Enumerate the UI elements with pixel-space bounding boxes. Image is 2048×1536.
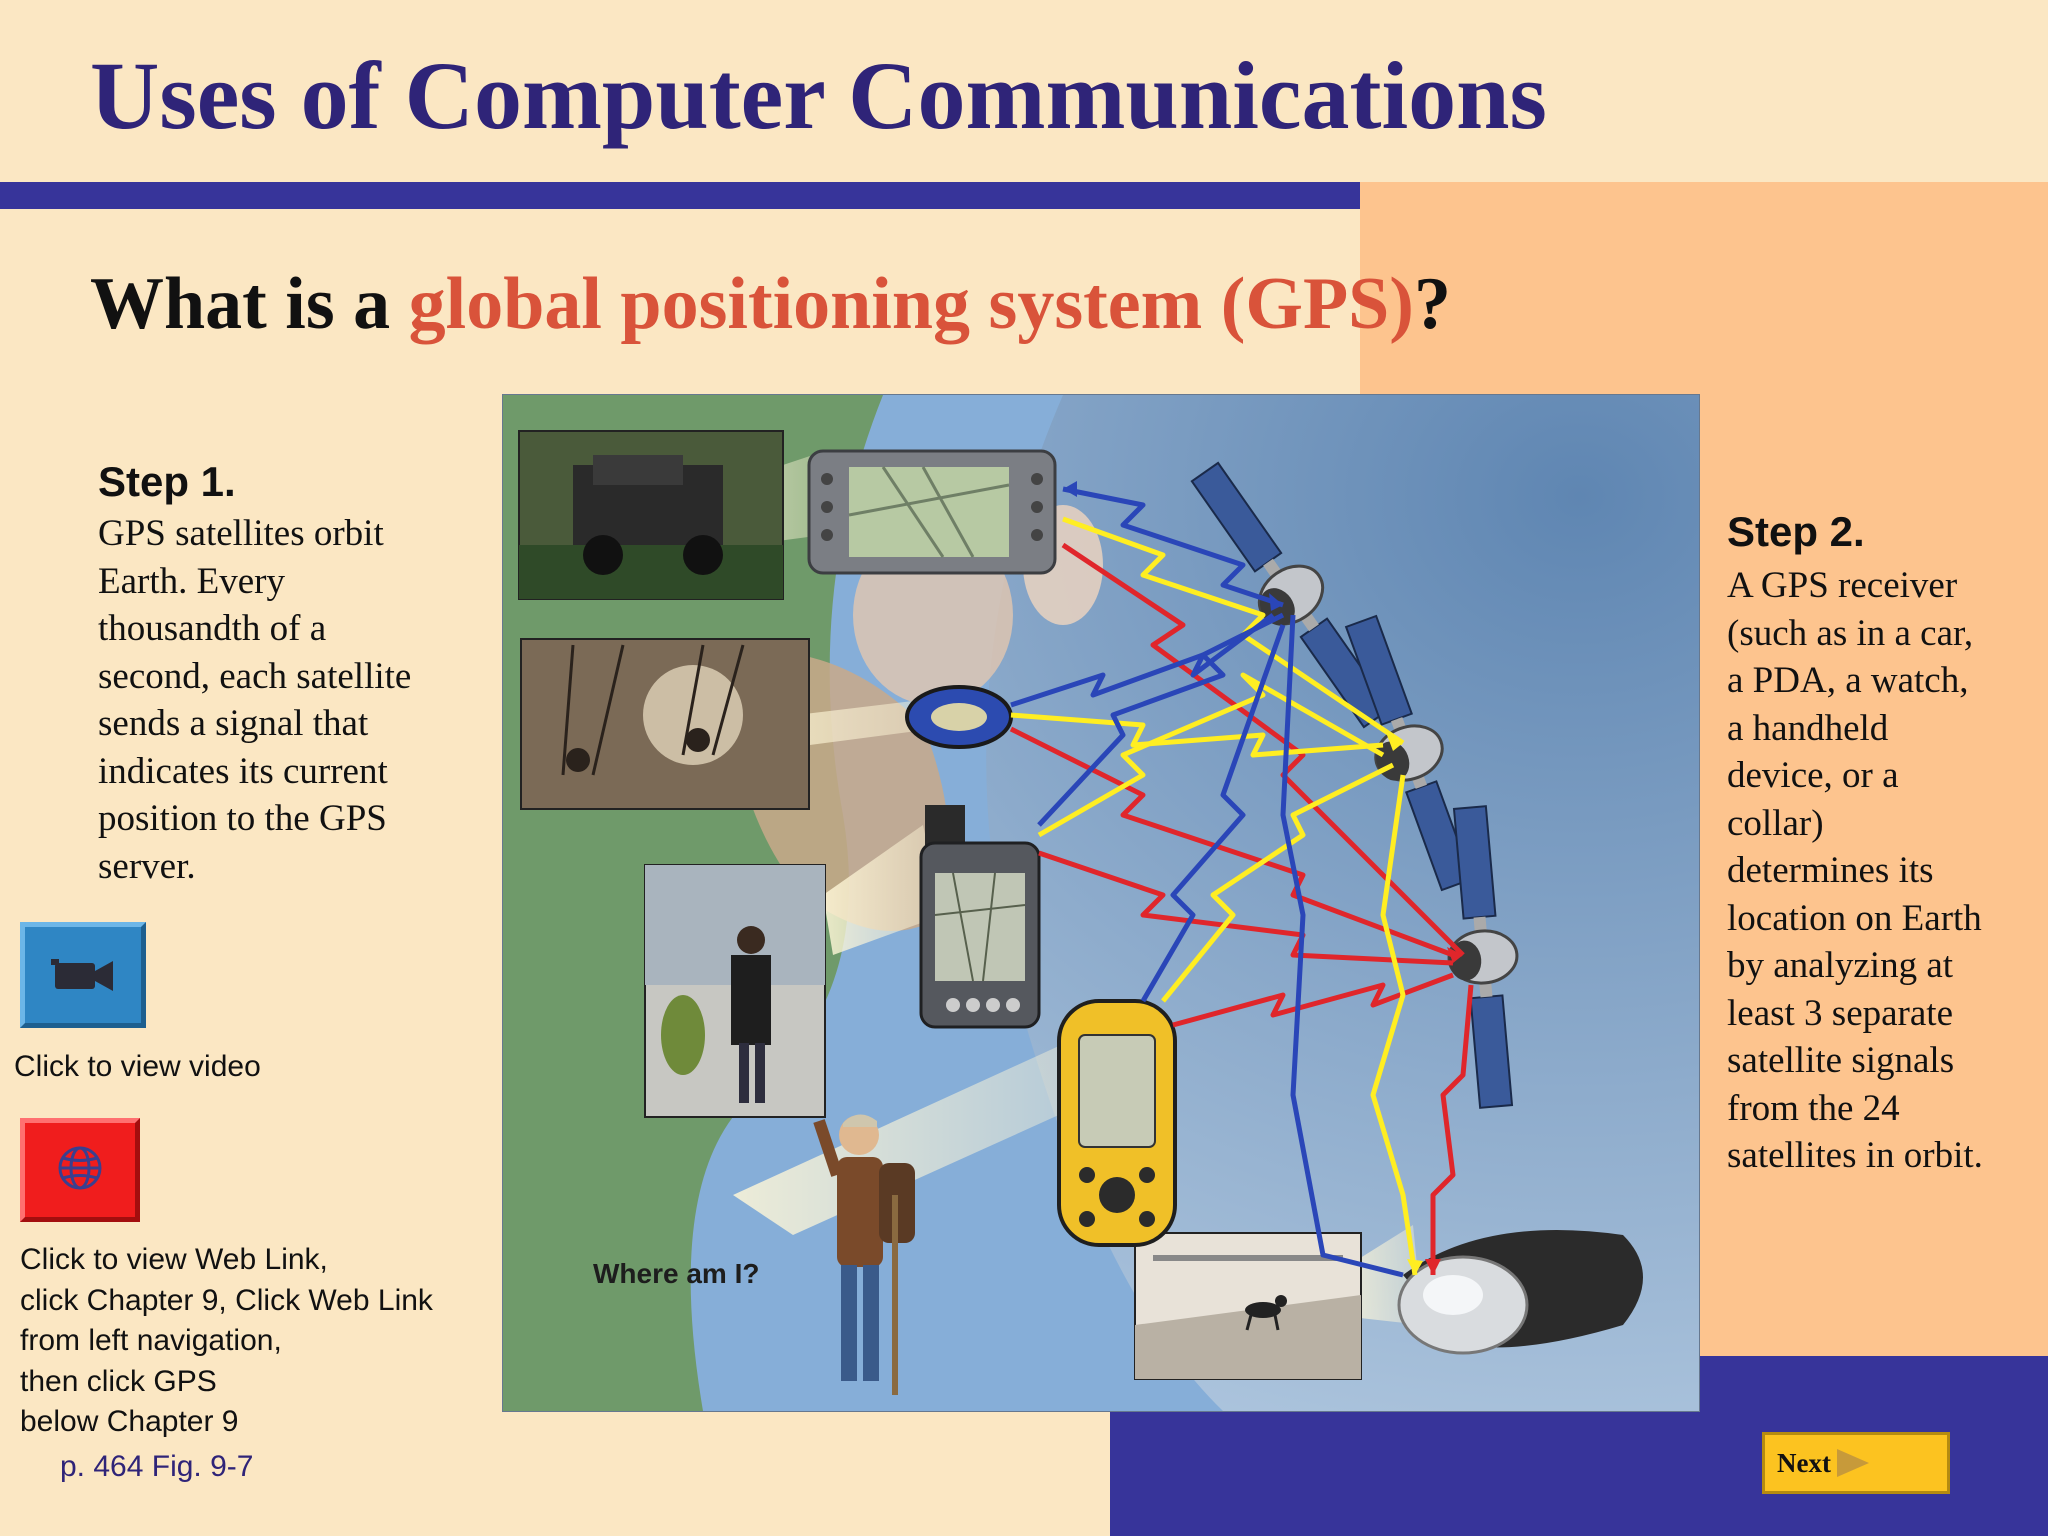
next-label: Next [1777,1447,1831,1478]
slide-question: What is a global positioning system (GPS… [90,262,1451,347]
step2-line: satellites in orbit. [1727,1135,1983,1176]
handheld-gps-device [1057,999,1177,1247]
step1-line: second, each satellite [98,655,412,697]
web-caption-line: Click to view Web Link, [20,1243,328,1276]
beam-pda [823,825,943,955]
step1-line: server. [98,845,196,887]
step2-text: A GPS receiver (such as in a car, a PDA,… [1727,562,2027,1180]
globe-icon [58,1146,102,1190]
video-caption: Click to view video [14,1050,261,1083]
step2-heading: Step 2. [1727,508,1865,555]
signal-paths [1009,486,1474,1278]
title-rule [0,182,1360,209]
gps-collar-device [1397,1230,1643,1355]
pda-device [919,805,1041,1029]
step2-line: A GPS receiver [1727,565,1958,606]
step2-line: (such as in a car, [1727,612,1974,654]
web-caption-line: then click GPS [20,1364,217,1398]
web-link-button[interactable] [20,1118,140,1222]
photo-person-walking [644,864,826,1118]
car-navigation-device [807,449,1057,575]
view-video-button[interactable] [20,922,146,1028]
question-highlight: global positioning system (GPS) [408,263,1414,345]
step2-line: collar) [1727,802,1824,844]
gps-watch-device [905,685,1013,749]
title-band [0,0,2048,182]
step1-text: GPS satellites orbit Earth. Every thousa… [98,510,458,890]
figure-reference: p. 464 Fig. 9-7 [60,1450,254,1483]
beam-handheld [733,1035,1103,1235]
question-prefix: What is a [90,263,409,345]
step2-line: determines its [1727,850,1934,891]
play-arrow-icon [1836,1449,1869,1477]
figure-caption-where: Where am I? [593,1258,759,1289]
web-caption-line: below Chapter 9 [20,1405,239,1439]
figure-hiker [813,1114,915,1395]
photo-dog [1134,1232,1362,1380]
slide-title: Uses of Computer Communications [90,42,1547,149]
step2-line: satellite signals [1727,1040,1955,1081]
step1-line: Earth. Every [98,560,285,602]
web-link-caption: Click to view Web Link, click Chapter 9,… [20,1240,433,1443]
step2-line: from the 24 [1727,1087,1900,1129]
step1-line: indicates its current [98,750,388,792]
video-camera-icon [51,959,113,991]
photo-swings [520,638,810,810]
satellite-3-icon [1447,805,1519,1109]
step2-line: device, or a [1727,755,1899,796]
step1-line: sends a signal that [98,703,369,744]
step1-heading: Step 1. [98,458,236,505]
step1-line: GPS satellites orbit [98,513,384,554]
question-suffix: ? [1413,263,1451,345]
step1-line: thousandth of a [98,608,327,649]
step2-line: least 3 separate [1727,992,1953,1034]
web-caption-line: click Chapter 9, Click Web Link [20,1283,433,1317]
gps-illustration: Where am I? [502,394,1700,1412]
signal-arrowheads [1063,481,1463,1275]
step2-line: a PDA, a watch, [1727,660,1969,701]
step1-line: position to the GPS [98,798,387,839]
step2-line: a handheld [1727,707,1889,749]
step2-line: location on Earth [1727,897,1982,939]
photo-vehicle [518,430,784,600]
next-button[interactable]: Next [1762,1432,1950,1494]
web-caption-line: from left navigation, [20,1324,282,1358]
step2-line: by analyzing at [1727,945,1954,986]
gps-diagram: Where am I? [503,395,1699,1411]
